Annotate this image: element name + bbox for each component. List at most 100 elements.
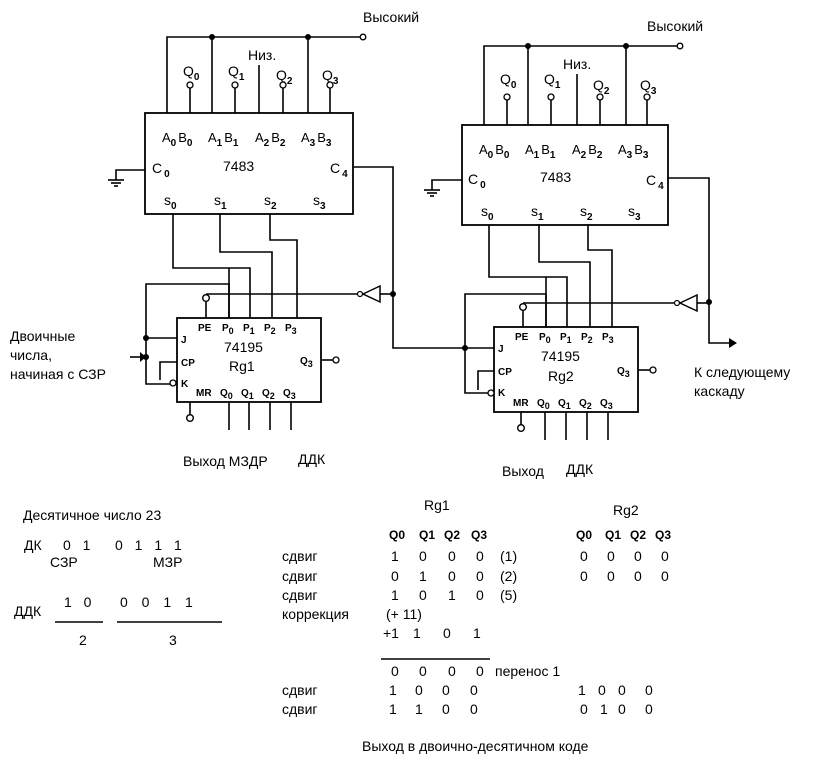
adder-2-high-label: Высокий bbox=[647, 18, 703, 34]
output-2-ddk-label: ДДК bbox=[566, 461, 594, 477]
output-2-label: Выход bbox=[502, 463, 544, 479]
svg-text:0: 0 bbox=[580, 701, 588, 717]
svg-text:0: 0 bbox=[448, 568, 456, 584]
svg-text:Q3: Q3 bbox=[655, 528, 671, 542]
reg-1-j: J bbox=[181, 335, 187, 346]
example-digit-2: 2 bbox=[79, 632, 87, 648]
adder-2-q1: Q1 bbox=[544, 71, 561, 91]
reg-2-j: J bbox=[498, 344, 504, 355]
table-row: коррекция (+ 11) bbox=[282, 606, 422, 622]
reg-1-chip: 74195 bbox=[224, 339, 263, 355]
svg-text:1: 1 bbox=[419, 568, 427, 584]
svg-text:0: 0 bbox=[580, 568, 588, 584]
svg-text:0: 0 bbox=[661, 548, 669, 564]
example-szr: СЗР bbox=[50, 554, 78, 570]
example-title: Десятичное число 23 bbox=[23, 507, 161, 523]
svg-text:0: 0 bbox=[470, 701, 478, 717]
svg-text:1: 1 bbox=[389, 701, 397, 717]
svg-text:1: 1 bbox=[578, 682, 586, 698]
table-row: сдвиг 1 0 0 0 1 0 0 0 bbox=[282, 682, 653, 698]
reg-2-cp: CP bbox=[498, 367, 512, 378]
example-ddk-bits-hi: 1 0 bbox=[64, 594, 92, 610]
adder-1-s1: s1 bbox=[214, 192, 227, 212]
svg-text:0: 0 bbox=[607, 548, 615, 564]
reg-2-q1: Q1 bbox=[558, 398, 571, 411]
svg-text:1: 1 bbox=[413, 625, 421, 641]
svg-text:0: 0 bbox=[645, 701, 653, 717]
adder-2-s2: s2 bbox=[580, 203, 593, 223]
decimal-example: Десятичное число 23 ДК 0 1 0 1 1 1 СЗР М… bbox=[14, 507, 222, 648]
adder-1-q2: Q2 bbox=[276, 67, 293, 87]
svg-text:0: 0 bbox=[391, 568, 399, 584]
svg-text:0: 0 bbox=[419, 587, 427, 603]
example-dk-label: ДК bbox=[24, 537, 42, 553]
svg-text:Q2: Q2 bbox=[630, 528, 646, 542]
svg-text:1: 1 bbox=[391, 548, 399, 564]
table-row: сдвиг 1 0 0 0 (1) 0 0 0 0 bbox=[282, 548, 669, 564]
svg-text:0: 0 bbox=[470, 682, 478, 698]
svg-text:1: 1 bbox=[600, 701, 608, 717]
adder-1-q3: Q3 bbox=[322, 67, 339, 87]
wires-adder2-to-reg2 bbox=[488, 225, 613, 327]
svg-text:Q0: Q0 bbox=[389, 528, 405, 542]
svg-text:1: 1 bbox=[448, 587, 456, 603]
svg-text:0: 0 bbox=[634, 548, 642, 564]
svg-text:0: 0 bbox=[442, 701, 450, 717]
reg-2-q0: Q0 bbox=[537, 398, 550, 411]
table-rg2-columns: Q0 Q1 Q2 Q3 bbox=[576, 528, 671, 542]
adder-2-q2: Q2 bbox=[593, 77, 610, 97]
svg-text:Q3: Q3 bbox=[471, 528, 487, 542]
svg-text:сдвиг: сдвиг bbox=[282, 568, 318, 584]
svg-text:0: 0 bbox=[618, 682, 626, 698]
svg-text:1: 1 bbox=[391, 587, 399, 603]
reg-1-k: K bbox=[181, 379, 189, 390]
svg-text:0: 0 bbox=[419, 663, 427, 679]
reg-2-mr: MR bbox=[513, 398, 529, 409]
table-rg1-columns: Q0 Q1 Q2 Q3 bbox=[389, 528, 487, 542]
input-label-line-3: начиная с СЗР bbox=[10, 366, 106, 382]
reg-1-p0: P0 bbox=[222, 323, 234, 336]
reg-2-p1: P1 bbox=[560, 332, 572, 345]
example-mzr: МЗР bbox=[153, 554, 182, 570]
svg-text:0: 0 bbox=[448, 548, 456, 564]
adder-1-high-label: Высокий bbox=[363, 9, 419, 25]
adder-1-s0: s0 bbox=[164, 192, 177, 212]
next-stage-label-line-1: К следующему bbox=[694, 364, 790, 380]
example-dk-bits-lo: 0 1 1 1 bbox=[115, 537, 182, 553]
svg-text:Q1: Q1 bbox=[419, 528, 435, 542]
svg-text:+1: +1 bbox=[383, 625, 399, 641]
svg-text:1: 1 bbox=[415, 701, 423, 717]
table-rg1-header: Rg1 bbox=[424, 497, 450, 513]
adder-2-q0: Q0 bbox=[500, 71, 517, 91]
adder-1-chip: 7483 bbox=[223, 158, 254, 174]
table-plus-row: +1 1 0 1 bbox=[383, 625, 481, 641]
reg-2-chip: 74195 bbox=[541, 348, 580, 364]
reg-1-p3: P3 bbox=[285, 323, 297, 336]
svg-text:0: 0 bbox=[476, 663, 484, 679]
adder-2-s3: s3 bbox=[628, 203, 641, 223]
table-row: сдвиг 1 1 0 0 0 1 0 0 bbox=[282, 701, 653, 717]
svg-text:0: 0 bbox=[645, 682, 653, 698]
adder-2-body bbox=[461, 124, 669, 226]
svg-text:сдвиг: сдвиг bbox=[282, 701, 318, 717]
table-rg2-header: Rg2 bbox=[613, 502, 639, 518]
table-sum-row: 0 0 0 0 перенос 1 bbox=[391, 663, 560, 679]
svg-text:Q1: Q1 bbox=[605, 528, 621, 542]
reg-2-q2: Q2 bbox=[579, 398, 592, 411]
svg-text:0: 0 bbox=[476, 548, 484, 564]
output-1-ddk-label: ДДК bbox=[298, 451, 326, 467]
reg-1-pe: PE bbox=[198, 323, 212, 334]
adder-1-s2: s2 bbox=[264, 192, 277, 212]
svg-text:0: 0 bbox=[634, 568, 642, 584]
example-digit-3: 3 bbox=[169, 632, 177, 648]
wires-adder1-to-reg1 bbox=[172, 214, 298, 318]
svg-text:Q0: Q0 bbox=[576, 528, 592, 542]
adder-1-q1: Q1 bbox=[228, 63, 245, 83]
svg-text:(1): (1) bbox=[500, 548, 517, 564]
